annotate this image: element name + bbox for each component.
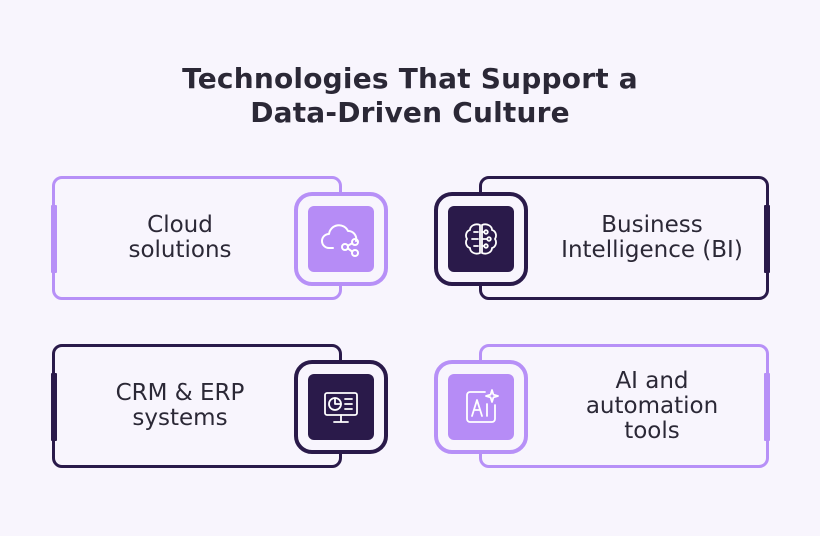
crm-icon-tile xyxy=(308,374,374,440)
monitor-chart-icon xyxy=(324,392,358,423)
card-accent-bar xyxy=(764,373,770,441)
title-line-2: Data-Driven Culture xyxy=(250,96,570,129)
page-title: Technologies That Support a Data-Driven … xyxy=(0,62,820,130)
card-crm-erp-systems: CRM & ERP systems xyxy=(51,344,342,468)
ai-sparkle-icon xyxy=(466,389,499,423)
cloud-share-icon xyxy=(321,224,359,257)
cloud-icon-frame xyxy=(294,192,388,286)
card-label-line: Cloud xyxy=(147,212,213,238)
card-label: AI and automation tools xyxy=(532,347,772,465)
card-label-line: AI and xyxy=(615,367,689,394)
card-label-line: tools xyxy=(624,417,680,444)
bi-icon-tile xyxy=(448,206,514,272)
card-label-line: Intelligence (BI) xyxy=(561,237,743,263)
card-label-line: CRM & ERP xyxy=(115,380,245,406)
bi-icon-frame xyxy=(434,192,528,286)
card-cloud-solutions: Cloud solutions xyxy=(51,176,342,300)
card-label-line: solutions xyxy=(128,237,232,263)
card-accent-bar xyxy=(51,205,57,273)
card-label-line: automation xyxy=(585,392,719,419)
card-label-line: Business xyxy=(601,212,703,238)
card-label-line: systems xyxy=(132,405,228,431)
crm-icon-frame xyxy=(294,360,388,454)
cloud-icon-tile xyxy=(308,206,374,272)
card-accent-bar xyxy=(51,373,57,441)
card-label: Cloud solutions xyxy=(55,179,305,297)
title-line-1: Technologies That Support a xyxy=(182,62,638,95)
ai-icon-frame xyxy=(434,360,528,454)
card-accent-bar xyxy=(764,205,770,273)
card-business-intelligence: Business Intelligence (BI) xyxy=(479,176,772,300)
card-label: Business Intelligence (BI) xyxy=(532,179,772,297)
card-label: CRM & ERP systems xyxy=(55,347,305,465)
ai-icon-tile xyxy=(448,374,514,440)
brain-circuit-icon xyxy=(465,223,497,255)
